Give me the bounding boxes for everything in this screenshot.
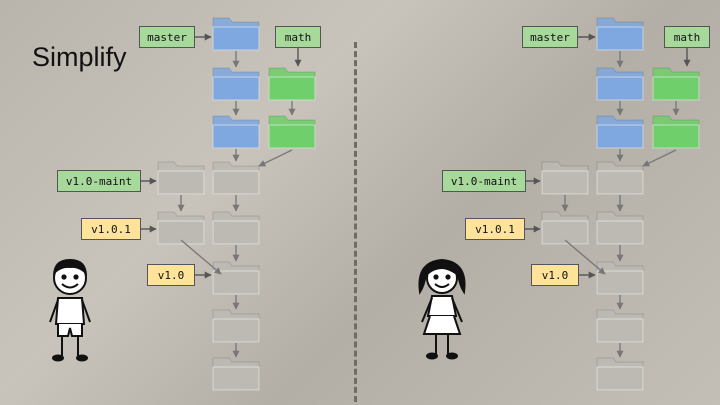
commit-folder-icon [596, 211, 644, 245]
commit-folder-icon [212, 357, 260, 391]
commit-folder-icon [596, 261, 644, 295]
dashed-divider [354, 42, 357, 402]
commit-arrow [180, 239, 222, 275]
label-v101-left: v1.0.1 [81, 218, 141, 240]
commit-folder-icon [652, 67, 700, 101]
label-v10-left: v1.0 [147, 264, 195, 286]
commit-folder-icon [268, 67, 316, 101]
commit-folder-icon [596, 17, 644, 51]
boy-stick-figure-icon [49, 258, 91, 362]
label-master-left: master [139, 26, 195, 48]
commit-folder-icon [157, 211, 205, 245]
girl-stick-figure-icon [418, 258, 466, 360]
commit-folder-icon [541, 211, 589, 245]
commit-folder-icon [212, 67, 260, 101]
label-master-right: master [522, 26, 578, 48]
label-maint-left: v1.0-maint [57, 170, 141, 192]
commit-folder-icon [541, 161, 589, 195]
commit-folder-icon [596, 357, 644, 391]
commit-folder-icon [212, 261, 260, 295]
commit-folder-icon [212, 115, 260, 149]
commit-arrow [642, 149, 677, 167]
label-v101-right: v1.0.1 [465, 218, 525, 240]
commit-folder-icon [596, 67, 644, 101]
commit-arrow [258, 149, 293, 167]
commit-folder-icon [652, 115, 700, 149]
label-maint-right: v1.0-maint [442, 170, 526, 192]
commit-folder-icon [268, 115, 316, 149]
commit-folder-icon [212, 211, 260, 245]
label-math-left: math [275, 26, 321, 48]
commit-folder-icon [596, 161, 644, 195]
slide-title: Simplify [32, 42, 127, 72]
commit-folder-icon [212, 17, 260, 51]
commit-folder-icon [596, 115, 644, 149]
commit-arrow [564, 239, 606, 275]
commit-folder-icon [596, 309, 644, 343]
label-math-right: math [664, 26, 710, 48]
commit-folder-icon [212, 309, 260, 343]
label-v10-right: v1.0 [531, 264, 579, 286]
commit-folder-icon [212, 161, 260, 195]
commit-folder-icon [157, 161, 205, 195]
